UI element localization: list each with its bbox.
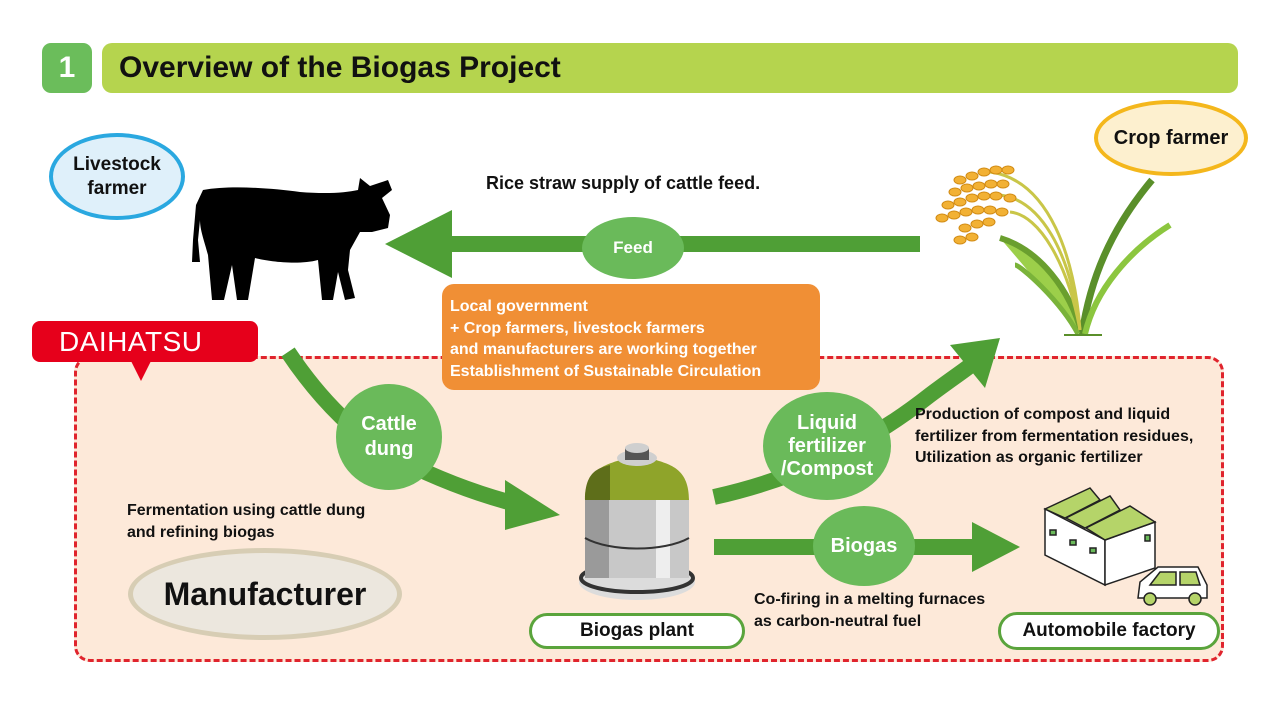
biogas-tank-icon <box>579 443 695 600</box>
collaboration-box: Local government + Crop farmers, livesto… <box>442 284 820 390</box>
manufacturer-label: Manufacturer <box>128 548 402 640</box>
daihatsu-tag: DAIHATSU <box>32 321 258 362</box>
production-caption: Production of compost and liquid fertili… <box>915 404 1193 469</box>
daihatsu-tag-pointer <box>131 361 151 381</box>
section-number-badge: 1 <box>42 43 92 93</box>
title-bar: Overview of the Biogas Project <box>102 43 1238 93</box>
caption-line: Co-firing in a melting furnaces <box>754 591 986 608</box>
collaboration-line: + Crop farmers, livestock farmers <box>450 319 705 337</box>
feed-arrow <box>385 210 920 278</box>
collaboration-line: and manufacturers are working together <box>450 341 757 358</box>
livestock-farmer-label: Livestock farmer <box>49 133 185 220</box>
caption-line: as carbon-neutral fuel <box>754 612 922 630</box>
car-icon <box>1137 566 1208 606</box>
cofiring-caption: Co-firing in a melting furnaces as carbo… <box>754 589 985 632</box>
factory-icon <box>1043 487 1157 587</box>
biogas-plant-label: Biogas plant <box>529 613 745 649</box>
automobile-factory-label: Automobile factory <box>998 612 1220 650</box>
liquid-fertilizer-label: Liquid fertilizer /Compost <box>763 392 891 500</box>
caption-line: Fermentation using cattle dung <box>127 502 366 519</box>
collaboration-line: Establishment of Sustainable Circulation <box>450 362 762 380</box>
caption-line: Production of compost and liquid <box>915 406 1171 423</box>
caption-line: and refining biogas <box>127 524 275 541</box>
biogas-label: Biogas <box>813 506 915 586</box>
caption-line: fertilizer from fermentation residues, <box>915 427 1194 445</box>
caption-line: Utilization as organic fertilizer <box>915 449 1143 466</box>
fermentation-caption: Fermentation using cattle dung and refin… <box>127 500 365 544</box>
page-title: Overview of the Biogas Project <box>119 51 561 84</box>
crop-farmer-label: Crop farmer <box>1094 100 1248 176</box>
rice-plant-icon <box>935 165 1172 336</box>
collaboration-line: Local government <box>450 298 588 315</box>
cattle-dung-label: Cattle dung <box>336 384 442 490</box>
cow-icon <box>192 178 392 300</box>
rice-straw-caption: Rice straw supply of cattle feed. <box>486 173 761 193</box>
feed-label: Feed <box>582 217 684 279</box>
